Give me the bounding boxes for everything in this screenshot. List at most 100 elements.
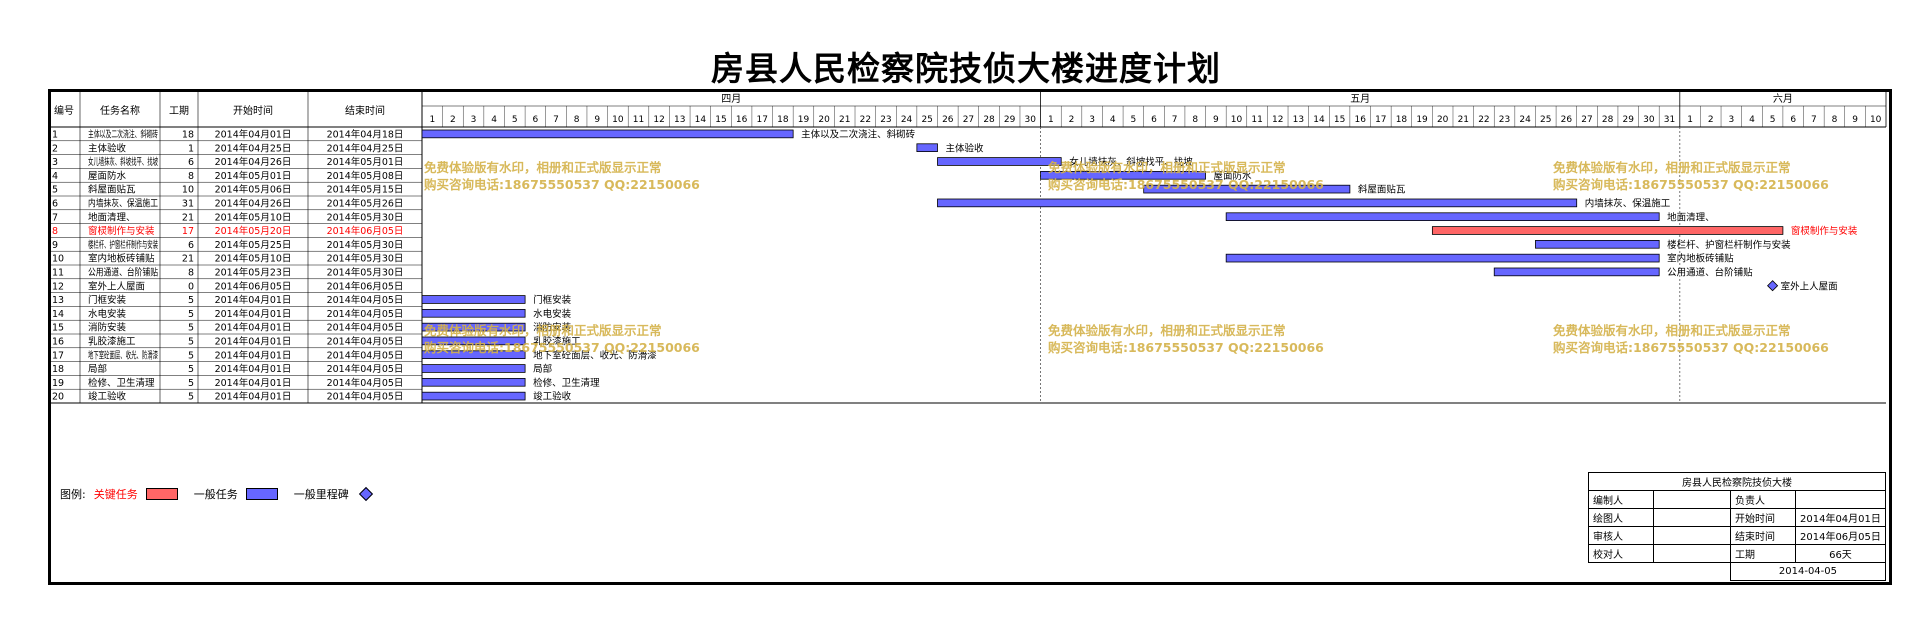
bar-label: 屋面防水: [1214, 170, 1253, 182]
task-start: 2014年05月25日: [215, 239, 292, 251]
task-name: 主体以及二次浇注、斜砌砖: [88, 129, 158, 141]
column-header-duration: 工期: [169, 105, 189, 117]
task-bar: [1431, 226, 1784, 235]
task-name: 局部: [88, 363, 107, 375]
task-bar: [1040, 171, 1206, 180]
task-end: 2014年04月05日: [327, 294, 404, 306]
info-end-label: 结束时间: [1730, 526, 1796, 545]
day-tick-label: 2: [1069, 115, 1075, 125]
task-duration: 6: [188, 240, 194, 251]
day-tick-label: 15: [715, 115, 726, 125]
watermark-line1: 免费体验版有水印，相册和正式版显示正常: [1048, 323, 1286, 338]
day-tick-label: 10: [612, 115, 624, 125]
legend-milestone-icon: [358, 486, 373, 502]
task-bar: [937, 198, 1578, 208]
page-title: 房县人民检察院技侦大楼进度计划: [711, 49, 1221, 88]
task-end: 2014年04月05日: [327, 336, 404, 348]
info-drawer-label: 绘图人: [1588, 508, 1654, 527]
task-id: 12: [52, 281, 64, 292]
info-duration: 66天: [1795, 544, 1886, 563]
day-tick-label: 27: [963, 115, 974, 125]
task-id: 14: [52, 309, 64, 320]
day-tick-label: 4: [1110, 115, 1116, 125]
task-duration: 1: [188, 143, 194, 154]
day-tick-label: 11: [1251, 115, 1262, 125]
task-start: 2014年04月01日: [215, 363, 292, 375]
bar-label: 地面清理、: [1667, 211, 1715, 223]
watermark-line1: 免费体验版有水印，相册和正式版显示正常: [424, 160, 662, 175]
bar-label: 乳胶漆施工: [533, 336, 581, 348]
task-start: 2014年05月01日: [215, 170, 292, 182]
day-tick-label: 5: [1770, 115, 1776, 125]
task-end: 2014年04月25日: [327, 142, 404, 154]
month-label: 五月: [1350, 93, 1370, 105]
day-tick-label: 16: [736, 115, 748, 125]
bar-label: 斜屋面贴瓦: [1358, 184, 1406, 196]
day-tick-label: 29: [1004, 115, 1016, 125]
legend-critical-swatch: [145, 488, 178, 500]
task-end: 2014年05月08日: [327, 170, 404, 182]
task-id: 2: [52, 143, 58, 154]
info-start-label: 开始时间: [1730, 508, 1796, 527]
milestone-marker: [1767, 280, 1779, 292]
day-tick-label: 30: [1643, 115, 1655, 125]
legend: 图例: 关键任务 一般任务 一般里程碑: [60, 486, 373, 502]
task-end: 2014年05月30日: [327, 239, 404, 251]
task-name: 检修、卫生清理: [88, 377, 155, 389]
task-id: 3: [52, 157, 58, 168]
bar-label: 地下室砼面层、收光、防滑漆: [533, 349, 657, 361]
task-end: 2014年06月05日: [327, 280, 404, 292]
watermark-line2: 购买咨询电话:18675550537 QQ:22150066: [1553, 340, 1829, 355]
task-end: 2014年04月05日: [327, 363, 404, 375]
task-name: 水电安装: [88, 308, 127, 320]
task-id: 15: [52, 323, 64, 334]
day-tick-label: 27: [1581, 115, 1592, 125]
task-duration: 5: [188, 392, 194, 403]
info-duration-label: 工期: [1730, 544, 1796, 563]
month-label: 四月: [721, 93, 741, 105]
watermark-line1: 免费体验版有水印，相册和正式版显示正常: [424, 323, 662, 338]
task-end: 2014年05月30日: [327, 267, 404, 279]
day-tick-label: 28: [983, 115, 995, 125]
task-start: 2014年05月10日: [215, 211, 292, 223]
task-duration: 5: [188, 323, 194, 334]
info-checker-label: 校对人: [1588, 544, 1654, 563]
legend-normal-label: 一般任务: [193, 488, 238, 501]
day-tick-label: 10: [1231, 115, 1243, 125]
watermark-line1: 免费体验版有水印，相册和正式版显示正常: [1048, 160, 1286, 175]
task-id: 8: [52, 226, 58, 237]
task-end: 2014年05月26日: [327, 198, 404, 210]
day-tick-label: 15: [1334, 115, 1345, 125]
month-label: 六月: [1773, 93, 1793, 105]
bar-label: 室外上人屋面: [1781, 280, 1838, 292]
day-tick-label: 31: [1664, 115, 1675, 125]
day-tick-label: 21: [1458, 115, 1469, 125]
task-duration: 21: [182, 212, 194, 223]
task-bar: [1225, 212, 1660, 222]
task-duration: 5: [188, 337, 194, 348]
task-end: 2014年04月05日: [327, 391, 404, 403]
chart-frame: [48, 89, 1892, 585]
task-bar: [421, 129, 794, 139]
bar-label: 公用通道、台阶铺贴: [1667, 267, 1753, 279]
watermark-line2: 购买咨询电话:18675550537 QQ:22150066: [1048, 177, 1324, 192]
day-tick-label: 14: [695, 115, 707, 125]
task-start: 2014年05月10日: [215, 253, 292, 265]
day-tick-label: 13: [1293, 115, 1304, 125]
task-duration: 5: [188, 295, 194, 306]
day-tick-label: 17: [1375, 115, 1386, 125]
task-end: 2014年04月05日: [327, 308, 404, 320]
day-tick-label: 2: [1708, 115, 1714, 125]
watermark-line1: 免费体验版有水印，相册和正式版显示正常: [1553, 160, 1791, 175]
day-tick-label: 22: [1478, 115, 1489, 125]
day-tick-label: 1: [1048, 115, 1054, 125]
day-tick-label: 29: [1623, 115, 1635, 125]
day-tick-label: 11: [633, 115, 644, 125]
day-tick-label: 23: [1499, 115, 1510, 125]
task-bar: [421, 295, 526, 304]
day-tick-label: 26: [942, 115, 954, 125]
day-tick-label: 20: [1437, 115, 1449, 125]
task-start: 2014年04月01日: [215, 391, 292, 403]
day-tick-label: 22: [860, 115, 871, 125]
task-duration: 8: [188, 171, 194, 182]
